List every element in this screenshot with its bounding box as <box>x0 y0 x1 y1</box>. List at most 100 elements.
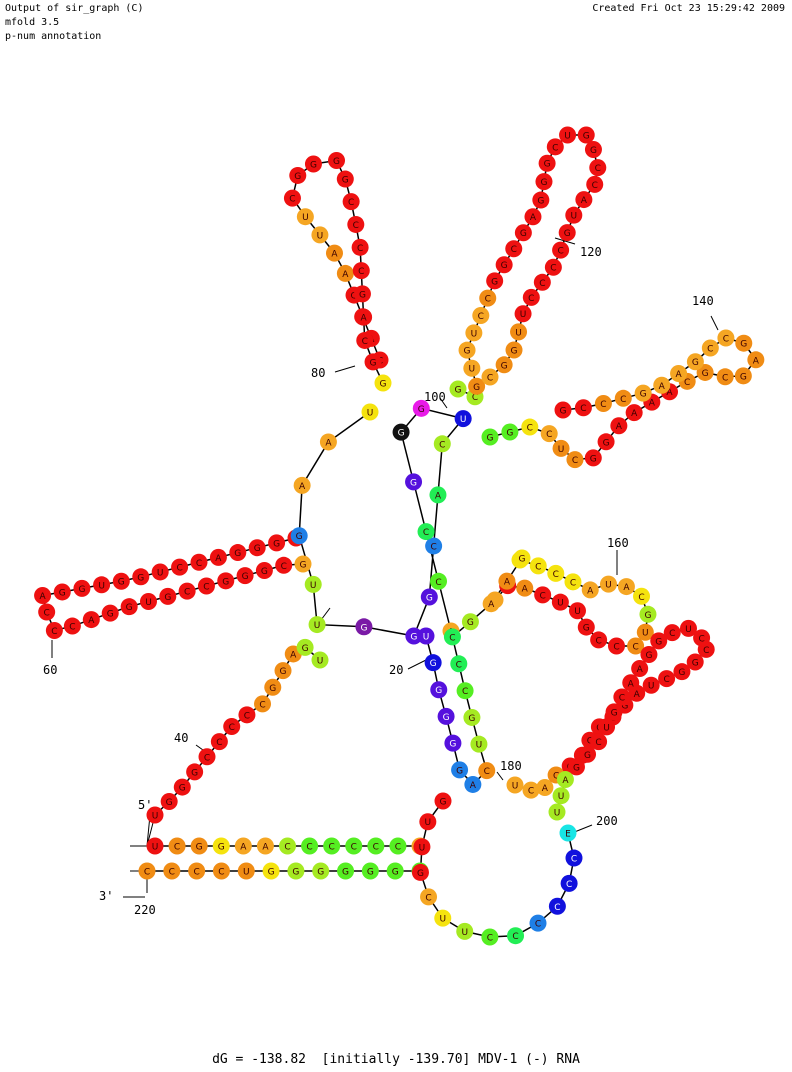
nucleotide-dot <box>364 353 382 371</box>
nucleotide-letter: C <box>351 843 357 853</box>
nucleotide: G <box>535 173 553 191</box>
nucleotide: G <box>584 449 602 467</box>
nucleotide-dot <box>413 838 431 856</box>
nucleotide-dot <box>132 568 150 586</box>
position-label: 5' <box>138 798 152 812</box>
backbone-segment <box>489 337 757 461</box>
nucleotide-letter: G <box>564 229 571 239</box>
nucleotide-dot <box>138 862 156 880</box>
nucleotide: G <box>361 862 379 880</box>
nucleotide-dot <box>212 837 230 855</box>
nucleotide-dot <box>558 224 576 242</box>
nucleotide-letter: C <box>620 395 626 405</box>
nucleotide-letter: G <box>261 567 268 577</box>
nucleotide-dot <box>506 776 524 794</box>
nucleotide: G <box>640 646 658 664</box>
nucleotide-dot <box>101 604 119 622</box>
nucleotide-letter: U <box>439 915 446 925</box>
nucleotide: C <box>275 556 293 574</box>
nucleotide: A <box>464 775 482 793</box>
nucleotide-letter: G <box>398 429 405 439</box>
program-version: mfold 3.5 <box>5 17 60 28</box>
nucleotide: U <box>413 838 431 856</box>
nucleotide-dot <box>389 837 407 855</box>
nucleotide-dot <box>188 862 206 880</box>
nucleotide-dot <box>294 555 312 573</box>
nucleotide-letter: C <box>557 247 563 257</box>
nucleotide-dot <box>411 863 429 881</box>
nucleotide: A <box>34 587 52 605</box>
nucleotide-dot <box>223 717 241 735</box>
nucleotide-dot <box>112 572 130 590</box>
nucleotide: C <box>443 628 461 646</box>
backbone-segment <box>457 134 599 398</box>
nucleotide-letter: G <box>417 869 424 879</box>
nucleotide-letter: U <box>512 782 519 792</box>
leader-line <box>710 315 719 331</box>
nucleotide: U <box>311 226 329 244</box>
nucleotide-letter: C <box>600 400 606 410</box>
nucleotide-letter: G <box>342 176 349 186</box>
nucleotide: C <box>529 914 547 932</box>
nucleotide-dot <box>495 256 513 274</box>
annotation-type: p-num annotation <box>5 31 102 42</box>
nucleotide-dot <box>236 567 254 585</box>
nucleotide-dot <box>627 637 645 655</box>
nucleotide: C <box>614 389 632 407</box>
nucleotide-letter: C <box>570 578 576 588</box>
nucleotide: G <box>577 618 595 636</box>
nucleotide-dot <box>532 191 550 209</box>
nucleotide-dot <box>268 534 286 552</box>
nucleotide-dot <box>567 758 585 776</box>
nucleotide-dot <box>336 170 354 188</box>
nucleotide-letter: C <box>456 660 462 670</box>
nucleotide-dot <box>345 837 363 855</box>
nucleotide-letter: C <box>527 424 533 434</box>
nucleotide: U <box>361 403 379 421</box>
nucleotide-letter: C <box>306 843 312 853</box>
nucleotide: G <box>430 681 448 699</box>
nucleotide: G <box>554 401 572 419</box>
nucleotide: G <box>514 224 532 242</box>
nucleotide-letter: C <box>540 591 546 601</box>
nucleotide: G <box>364 353 382 371</box>
nucleotide-dot <box>633 587 651 605</box>
nucleotide: G <box>468 377 486 395</box>
nucleotide-letter: U <box>564 132 571 142</box>
nucleotide: C <box>190 553 208 571</box>
nucleotide-letter: C <box>357 244 363 254</box>
nucleotide-letter: A <box>542 784 549 794</box>
nucleotide: G <box>434 792 452 810</box>
nucleotide-letter: U <box>605 581 612 591</box>
nucleotide-dot <box>653 376 671 394</box>
nucleotide-dot <box>283 189 301 207</box>
nucleotide-letter: C <box>216 738 222 748</box>
nucleotide-letter: A <box>666 388 673 398</box>
nucleotide: G <box>304 155 322 173</box>
nucleotide: G <box>101 604 119 622</box>
nucleotide-dot <box>498 572 516 590</box>
nucleotide-letter: U <box>317 231 324 241</box>
nucleotide: A <box>670 364 688 382</box>
nucleotide-letter: A <box>290 650 297 660</box>
nucleotide: G <box>262 862 280 880</box>
nucleotide-letter: C <box>553 570 559 580</box>
nucleotide-letter: G <box>359 290 366 300</box>
nucleotide-dot <box>481 368 499 386</box>
nucleotide-dot <box>238 706 256 724</box>
nucleotide: C <box>589 159 607 177</box>
nucleotide-dot <box>301 837 319 855</box>
nucleotide-letter: C <box>196 559 202 569</box>
nucleotide-dot <box>254 695 272 713</box>
nucleotide-letter: G <box>317 868 324 878</box>
nucleotide: G <box>411 863 429 881</box>
nucleotide: C <box>564 573 582 591</box>
nucleotide-letter: C <box>472 393 478 403</box>
leader-line <box>554 237 576 245</box>
nucleotide: C <box>433 435 451 453</box>
nucleotide-dot <box>433 435 451 453</box>
nucleotide: C <box>63 617 81 635</box>
nucleotide-letter: C <box>281 562 287 572</box>
nucleotide-letter: A <box>504 578 511 588</box>
nucleotide-letter: C <box>554 903 560 913</box>
